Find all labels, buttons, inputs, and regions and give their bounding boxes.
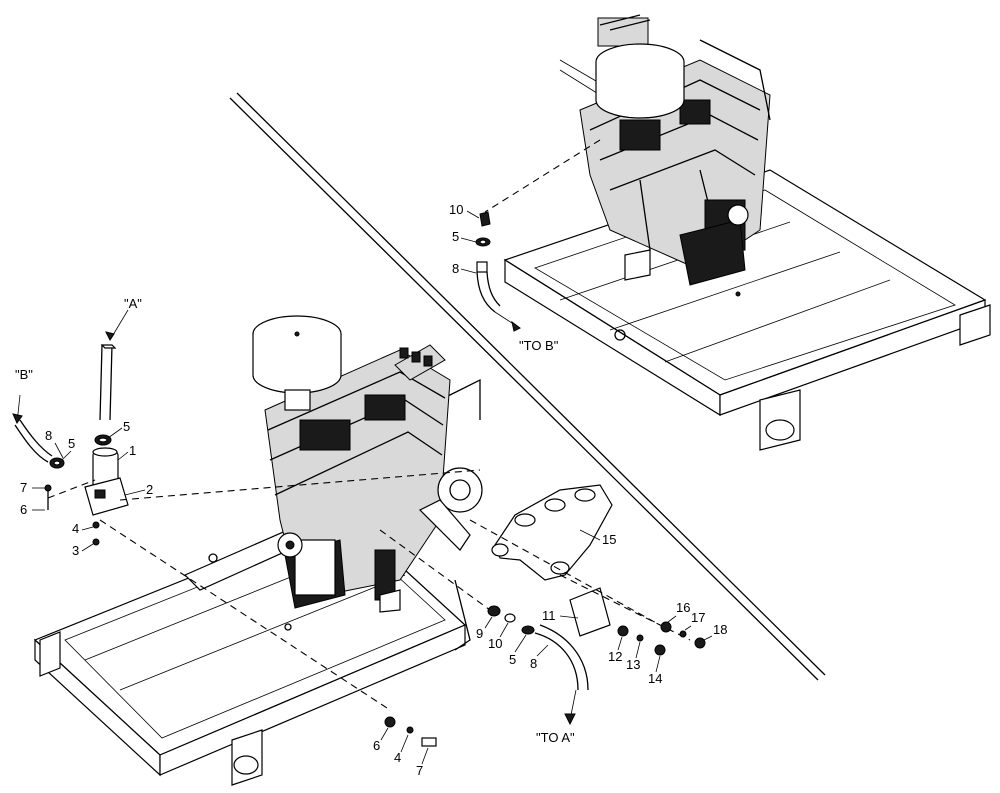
upper-engine [579,14,771,286]
upper-detail-view: 10 5 8 "TO B" [449,14,991,451]
callout-left-8: 8 [45,428,52,443]
callout-right-12: 12 [608,649,622,664]
callout-top-8: 8 [452,261,459,276]
callout-right-5: 5 [509,652,516,667]
callout-left-4: 4 [72,521,79,536]
callout-right-11: 11 [542,608,556,623]
callout-top-10: 10 [449,202,463,217]
callout-right-14: 14 [648,671,662,686]
filter-assembly [12,309,481,711]
callout-bottom-6: 6 [373,738,380,753]
callout-left-3: 3 [72,543,79,558]
callout-to-a: "TO A" [536,730,575,745]
callout-bottom-4: 4 [394,750,401,765]
view-divider [229,92,826,681]
callout-left-5b: 5 [123,419,130,434]
callout-bottom-7: 7 [416,763,423,778]
callout-left-7: 7 [20,480,27,495]
callout-right-13: 13 [626,657,640,672]
callout-right-10: 10 [488,636,502,651]
callout-left-1: 1 [129,443,136,458]
lower-main-view: "A" "B" 8 5 5 1 2 7 6 4 3 15 11 9 10 5 8… [12,296,727,786]
callout-right-9: 9 [476,626,483,641]
exhaust-manifold [491,484,613,637]
callout-a: "A" [124,296,142,311]
callout-left-5a: 5 [68,436,75,451]
callout-right-15: 15 [602,532,616,547]
callout-right-8: 8 [530,656,537,671]
callout-top-5: 5 [452,229,459,244]
lower-engine [252,315,483,613]
callout-left-2: 2 [146,482,153,497]
callout-left-6: 6 [20,502,27,517]
callout-right-17: 17 [691,610,705,625]
callout-b: "B" [15,367,33,382]
right-hose-assembly [379,519,706,747]
callout-right-18: 18 [713,622,727,637]
callout-to-b: "TO B" [519,338,559,353]
callout-right-16: 16 [676,600,690,615]
